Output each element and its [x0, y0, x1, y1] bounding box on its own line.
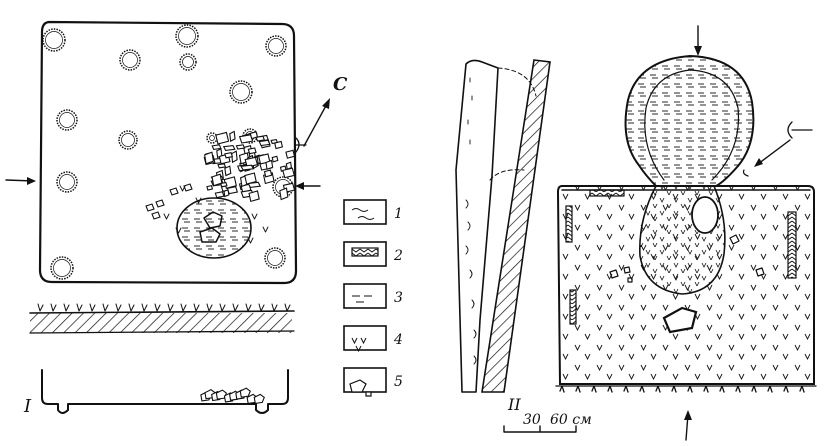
stone [206, 184, 214, 191]
posthole [175, 24, 199, 48]
posthole [179, 53, 197, 71]
legend-item-2: 2 [343, 241, 403, 267]
pit-plan [38, 20, 298, 285]
stone [248, 190, 260, 203]
posthole [56, 171, 78, 193]
stone [235, 144, 246, 150]
legend-swatch [343, 325, 387, 351]
legend: 1 2 3 4 5 [343, 199, 403, 397]
stone [247, 147, 257, 155]
wall-band [589, 189, 625, 197]
stone [215, 131, 230, 145]
stone [222, 144, 236, 152]
stone [240, 164, 255, 171]
stone [211, 144, 222, 151]
legend-swatch [343, 367, 387, 393]
wall-band [569, 289, 577, 325]
stone [223, 188, 230, 198]
posthole [118, 130, 138, 150]
section-label-II: II [507, 395, 521, 414]
stone [274, 140, 284, 150]
posthole [119, 49, 141, 71]
entry-arrow [694, 25, 702, 56]
stone [204, 151, 214, 165]
stone [151, 211, 161, 220]
stone [216, 148, 223, 159]
posthole [264, 247, 286, 269]
stone [255, 135, 266, 142]
stone [169, 187, 179, 196]
stone [265, 159, 274, 171]
posthole [56, 109, 78, 131]
section-label-I: I [23, 396, 32, 417]
stone [226, 186, 239, 195]
stone [224, 152, 234, 159]
legend-item-4: 4 [343, 325, 403, 353]
north-symbol [742, 121, 813, 177]
scale-tick-30: 30 [523, 412, 541, 428]
legend-number: 2 [393, 248, 403, 264]
legend-number: 5 [394, 374, 403, 390]
ground-section [29, 303, 295, 334]
stone [238, 134, 254, 144]
stone-cluster [145, 130, 296, 220]
stone [285, 149, 296, 159]
posthole [42, 28, 66, 52]
posthole [206, 132, 218, 144]
section-arrow-west [5, 177, 36, 185]
hearth-pit [176, 197, 252, 259]
stone [244, 172, 257, 185]
stone [247, 181, 262, 188]
posthole [229, 80, 253, 104]
legend-number: 3 [394, 290, 403, 306]
stone [183, 183, 193, 192]
posthole [50, 256, 74, 280]
stone [231, 150, 238, 164]
scale-bar [503, 425, 577, 433]
stone [239, 387, 251, 398]
stone [279, 187, 289, 201]
wall-profile [455, 59, 551, 393]
stone [219, 181, 228, 188]
scale-tick-60: 60 см [550, 412, 592, 428]
bottom-arrow [684, 410, 692, 441]
v-marks-left [163, 185, 269, 244]
section-stones [200, 387, 265, 405]
stone [211, 173, 223, 187]
stone [224, 165, 232, 177]
legend-swatch [343, 199, 387, 225]
legend-number: 4 [393, 332, 403, 348]
bottle-pit [624, 54, 755, 295]
north-label: С [333, 74, 348, 95]
posthole [265, 35, 287, 57]
north-arrow [295, 98, 330, 153]
stone [258, 139, 271, 147]
stone [271, 155, 279, 163]
legend-item-5: 5 [343, 367, 403, 397]
stone [244, 156, 259, 168]
stone [253, 393, 265, 405]
legend-number: 1 [394, 206, 403, 222]
stone [285, 161, 293, 170]
floor-finds [609, 234, 765, 334]
legend-item-3: 3 [343, 283, 403, 309]
wall-band [787, 211, 797, 279]
stone [155, 199, 165, 208]
stone [145, 203, 155, 212]
stone [282, 167, 295, 179]
stone [229, 130, 236, 143]
section-arrow-east [295, 182, 321, 190]
pit-section-I [41, 369, 289, 414]
legend-item-1: 1 [343, 199, 403, 225]
stone [217, 163, 227, 169]
stone [263, 169, 273, 178]
stone [214, 191, 225, 199]
wall-band [565, 205, 573, 243]
